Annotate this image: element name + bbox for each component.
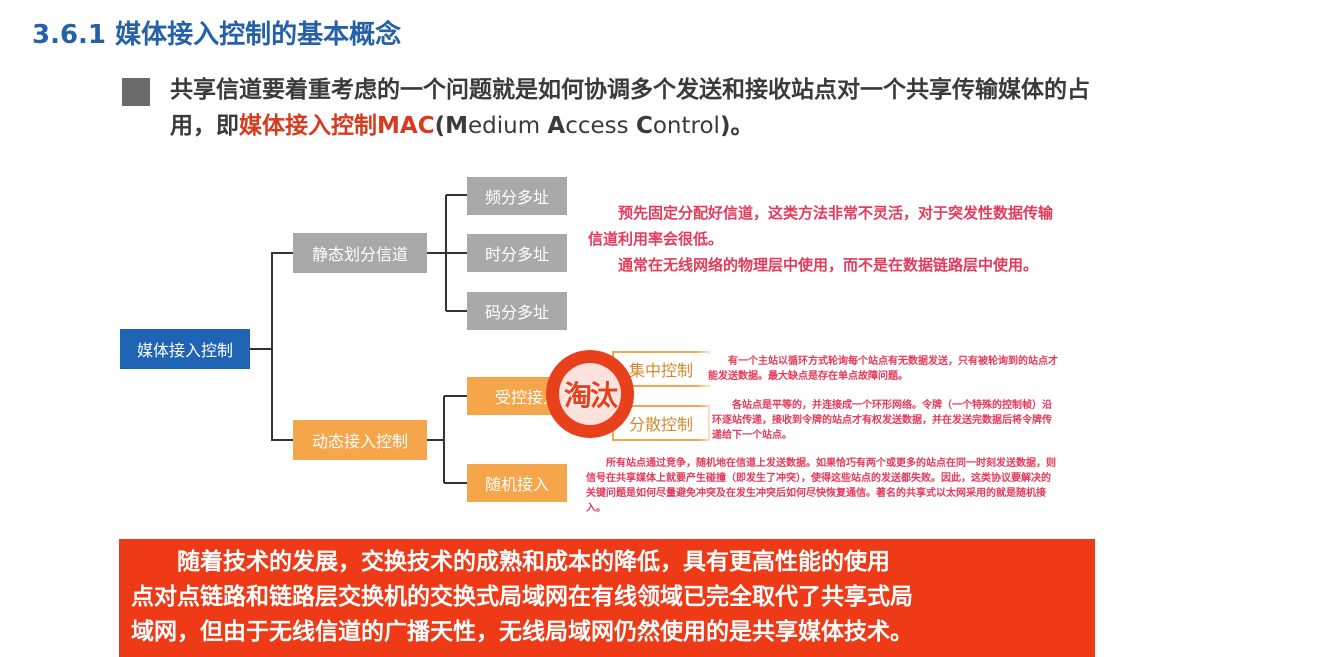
connector-root-static xyxy=(250,252,293,350)
slide-title: 3.6.1 媒体接入控制的基本概念 xyxy=(32,20,402,50)
node-random-access: 随机接入 xyxy=(467,464,567,502)
stamp-label: 淘汰 xyxy=(563,379,618,412)
node-static: 静态划分信道 xyxy=(293,233,427,273)
intro-m-bold: M xyxy=(445,113,468,139)
conclusion-line-2: 点对点链路和链路层交换机的交换式局域网在有线领域已完全取代了共享式局 xyxy=(131,584,913,610)
conclusion-line-3: 域网，但由于无线信道的广播天性，无线局域网仍然使用的是共享媒体技术。 xyxy=(131,619,913,645)
conclusion-line-1: 随着技术的发展，交换技术的成熟和成本的降低，具有更高性能的使用 xyxy=(177,549,890,575)
connector-dynamic-branches xyxy=(444,395,467,484)
intro-c-bold: C xyxy=(635,113,653,139)
node-cdma: 码分多址 xyxy=(467,292,567,330)
node-root: 媒体接入控制 xyxy=(120,329,250,369)
intro-line-2-suffix: )。 xyxy=(719,113,754,139)
node-tdma: 时分多址 xyxy=(467,234,567,272)
connector-root-dynamic xyxy=(271,349,293,441)
note-static-text-2: 通常在无线网络的物理层中使用，而不是在数据链路层中使用。 xyxy=(618,256,1039,274)
intro-a-bold: A xyxy=(547,113,566,139)
node-dynamic: 动态接入控制 xyxy=(293,420,427,460)
note-static-partition: 预先固定分配好信道，这类方法非常不灵活，对于突发性数据传输信道利用率会很低。 通… xyxy=(588,200,1054,278)
bullet-square-icon xyxy=(122,78,150,106)
note-centralized: 有一个主站以循环方式轮询每个站点有无数据发送，只有被轮询到的站点才能发送数据。最… xyxy=(708,354,1058,384)
note-random: 所有站点通过竞争，随机地在信道上发送数据。如果恰巧有两个或更多的站点在同一时刻发… xyxy=(586,456,1056,516)
intro-paren-open: ( xyxy=(434,113,446,139)
node-fdma: 频分多址 xyxy=(467,177,567,215)
intro-line-2-prefix: 用，即 xyxy=(170,113,239,139)
note-distributed: 各站点是平等的，并连接成一个环形网络。令牌（一个特殊的控制帧）沿环逐站传递，接收… xyxy=(712,398,1060,443)
intro-line-1: 共享信道要着重考虑的一个问题就是如何协调多个发送和接收站点对一个共享传输媒体的占 xyxy=(170,77,1090,103)
intro-a-rest: ccess xyxy=(565,113,636,139)
conclusion-banner: 随着技术的发展，交换技术的成熟和成本的降低，具有更高性能的使用 点对点链路和链路… xyxy=(119,539,1095,657)
intro-c-rest: ontrol xyxy=(652,113,720,139)
intro-mac-highlight: 媒体接入控制MAC xyxy=(239,113,435,139)
connector-static-branches xyxy=(446,194,467,312)
note-static-text-1: 预先固定分配好信道，这类方法非常不灵活，对于突发性数据传输信道利用率会很低。 xyxy=(588,204,1054,248)
intro-m-rest: edium xyxy=(467,113,548,139)
obsolete-stamp-icon: 淘汰 xyxy=(546,350,634,438)
intro-paragraph: 共享信道要着重考虑的一个问题就是如何协调多个发送和接收站点对一个共享传输媒体的占… xyxy=(170,72,1320,144)
